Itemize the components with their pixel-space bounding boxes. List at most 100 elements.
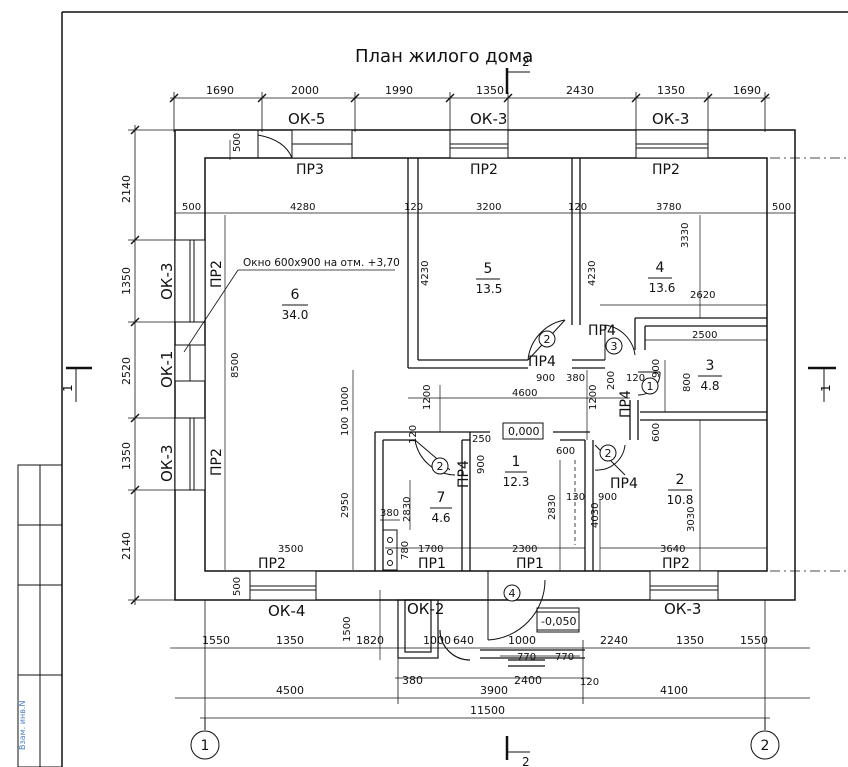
- svg-text:ПР2: ПР2: [209, 260, 225, 288]
- svg-text:4280: 4280: [290, 202, 315, 213]
- svg-text:4.8: 4.8: [700, 379, 719, 393]
- dimension-labels-bottom-1: 1550 1350 1820 1000 640 1000 2240 1350 1…: [202, 634, 768, 647]
- svg-text:ПР1: ПР1: [418, 556, 446, 572]
- svg-text:2400: 2400: [514, 674, 542, 687]
- svg-text:120: 120: [408, 425, 419, 444]
- svg-text:2140: 2140: [120, 175, 133, 203]
- svg-text:900: 900: [598, 492, 617, 503]
- door-mark-6: 4: [503, 584, 521, 602]
- exterior-walls: [174, 129, 796, 601]
- svg-text:4.6: 4.6: [431, 511, 450, 525]
- svg-text:3640: 3640: [660, 544, 685, 555]
- svg-text:1350: 1350: [676, 634, 704, 647]
- svg-text:Окно 600х900 на отм. +3,70: Окно 600х900 на отм. +3,70: [243, 257, 400, 269]
- svg-text:380: 380: [402, 674, 423, 687]
- window-ok4: ОК-4: [268, 602, 305, 620]
- svg-text:500: 500: [232, 577, 243, 596]
- svg-text:1700: 1700: [418, 544, 443, 555]
- svg-text:2950: 2950: [340, 493, 351, 518]
- dimension-labels-left: 2140 1350 2520 1350 2140: [120, 175, 133, 560]
- svg-text:2: 2: [544, 333, 551, 346]
- section-mark-right: 1: [808, 366, 836, 402]
- door-mark-3: 1: [641, 377, 659, 395]
- plan-title: План жилого дома: [355, 46, 533, 67]
- svg-text:13.6: 13.6: [649, 281, 676, 295]
- stamp-box: [17, 464, 63, 767]
- svg-text:1690: 1690: [206, 84, 234, 97]
- svg-text:1: 1: [201, 738, 210, 754]
- svg-text:3: 3: [611, 340, 618, 353]
- lintel-labels: ПР3 ПР2 ПР2 ПР2 ПР2 ПР2 ПР2 ПР1 ПР1 ПР4 …: [209, 162, 690, 572]
- svg-text:3330: 3330: [680, 223, 691, 248]
- svg-text:13.5: 13.5: [476, 282, 503, 296]
- dimension-chain-left: [128, 125, 175, 605]
- bath-fixture: [382, 529, 398, 571]
- svg-text:1: 1: [819, 384, 833, 392]
- svg-text:ПР1: ПР1: [516, 556, 544, 572]
- svg-text:2520: 2520: [120, 357, 133, 385]
- svg-text:10.8: 10.8: [667, 493, 694, 507]
- svg-text:800: 800: [682, 373, 693, 392]
- svg-text:900: 900: [651, 359, 662, 378]
- room-6: 634.0: [282, 287, 309, 322]
- level-floor: 0,000: [502, 422, 544, 440]
- level-porch: -0,050: [536, 611, 580, 631]
- svg-text:4500: 4500: [276, 684, 304, 697]
- svg-text:380: 380: [566, 373, 585, 384]
- svg-text:4: 4: [509, 587, 516, 600]
- svg-text:ПР4: ПР4: [588, 323, 616, 339]
- svg-text:120: 120: [626, 373, 645, 384]
- entry-door-top: [257, 130, 293, 159]
- interior-doors: [414, 319, 661, 641]
- svg-text:2: 2: [437, 460, 444, 473]
- svg-text:ПР4: ПР4: [456, 460, 472, 488]
- svg-text:2300: 2300: [512, 544, 537, 555]
- svg-text:3900: 3900: [480, 684, 508, 697]
- svg-text:770: 770: [517, 652, 536, 663]
- window-ok5: ОК-5: [288, 110, 325, 128]
- svg-text:3780: 3780: [656, 202, 681, 213]
- svg-text:500: 500: [772, 202, 791, 213]
- porch: [397, 599, 585, 667]
- svg-text:1350: 1350: [476, 84, 504, 97]
- svg-text:3500: 3500: [278, 544, 303, 555]
- door-marks: 2 3 1 2 2 4: [431, 330, 659, 602]
- svg-text:1820: 1820: [356, 634, 384, 647]
- svg-text:2830: 2830: [402, 497, 413, 522]
- section-mark-top: 2: [505, 55, 530, 94]
- svg-text:-0,050: -0,050: [541, 615, 576, 628]
- svg-text:34.0: 34.0: [282, 308, 309, 322]
- svg-text:780: 780: [400, 541, 411, 560]
- svg-text:ПР2: ПР2: [258, 556, 286, 572]
- door-mark-1: 2: [538, 330, 556, 348]
- room-labels: 112.3 210.8 34.8 413.6 513.5 634.0 74.6: [282, 260, 722, 525]
- svg-text:ПР3: ПР3: [296, 162, 324, 178]
- svg-text:1990: 1990: [385, 84, 413, 97]
- dimension-chain-bottom: [170, 600, 810, 724]
- svg-text:3200: 3200: [476, 202, 501, 213]
- svg-text:1: 1: [61, 384, 75, 392]
- window-labels: ОК-5 ОК-3 ОК-3 ОК-3 ОК-1 ОК-3 ОК-4 ОК-2 …: [158, 110, 701, 620]
- inner-dimension-lines: [175, 140, 795, 679]
- window-ok3-bottom: ОК-3: [664, 600, 701, 618]
- window-ok2: ОК-2: [407, 600, 444, 618]
- svg-text:2: 2: [522, 755, 530, 767]
- svg-text:4100: 4100: [660, 684, 688, 697]
- window-ok3-left2: ОК-3: [158, 445, 176, 482]
- svg-text:0,000: 0,000: [508, 425, 540, 438]
- dimension-chain-top: [169, 92, 770, 132]
- svg-text:1: 1: [512, 454, 521, 470]
- window-ok3-left1: ОК-3: [158, 263, 176, 300]
- svg-text:1: 1: [647, 380, 654, 393]
- svg-text:1350: 1350: [120, 267, 133, 295]
- svg-text:8500: 8500: [230, 353, 241, 378]
- svg-text:2430: 2430: [566, 84, 594, 97]
- svg-text:1000: 1000: [340, 387, 351, 412]
- svg-text:120: 120: [568, 202, 587, 213]
- svg-text:4230: 4230: [587, 261, 598, 286]
- svg-text:ПР2: ПР2: [470, 162, 498, 178]
- svg-text:250: 250: [472, 434, 491, 445]
- svg-text:1350: 1350: [276, 634, 304, 647]
- svg-text:12.3: 12.3: [503, 475, 530, 489]
- svg-text:770: 770: [555, 652, 574, 663]
